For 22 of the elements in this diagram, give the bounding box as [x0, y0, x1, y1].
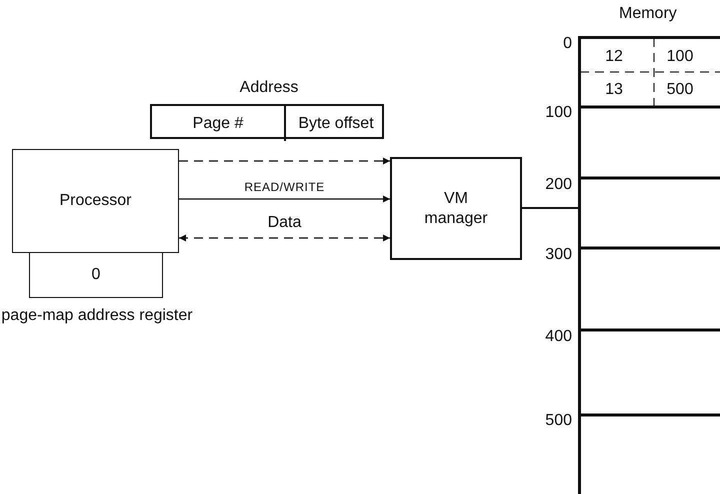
group-heading: Address [238, 78, 300, 98]
page-table-entry: 13 [604, 80, 624, 100]
arrow [179, 196, 390, 202]
page-table-entry: 12 [604, 47, 624, 66]
page-table-entry: 500 [666, 80, 694, 100]
edge-label: READ/WRITE [242, 181, 327, 194]
connector-line [522, 207, 579, 209]
register-caption: page-map address register [0, 306, 194, 326]
memory-heading: Memory [619, 4, 677, 24]
address-tick-label: 200 [544, 175, 572, 194]
address-tick-label: 300 [544, 245, 572, 264]
address-tick-label: 100 [544, 103, 572, 122]
processor-box: Processor [12, 149, 179, 253]
vm-manager-box: VM manager [390, 157, 522, 260]
arrow [179, 234, 390, 242]
address-tick-label: 400 [544, 327, 572, 346]
address-field: Byte offset [284, 106, 386, 141]
address-tick-label: 500 [544, 411, 572, 430]
page-table-entry: 100 [666, 47, 694, 66]
address-tick-label: 0 [562, 34, 572, 54]
address-field: Page # [152, 106, 284, 141]
arrow [179, 158, 390, 164]
